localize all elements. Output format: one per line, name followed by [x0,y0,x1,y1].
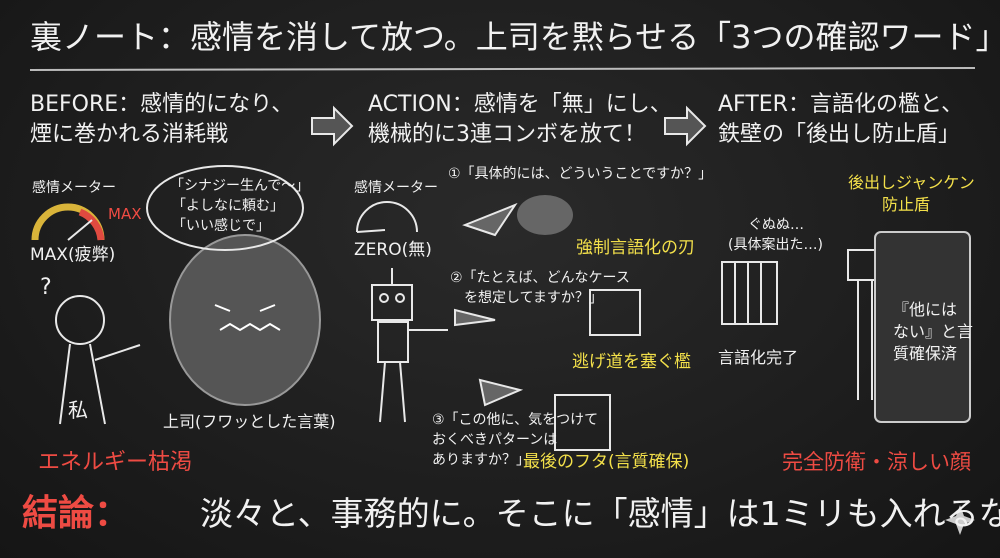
shield-tag: 後出しジャンケン [848,173,975,192]
step-3-question: ③「この他に、気をつけて [432,412,599,428]
shield-tag-2: 防止盾 [882,195,931,214]
me-label: 私 [68,398,88,422]
before-heading-2: 煙に巻かれる消耗戦 [30,122,229,147]
step-3-tag: 最後のフタ(言質確保) [523,452,690,472]
step-2-question: ②「たとえば、どんなケース [450,270,630,286]
shield-text: ない』と言 [893,322,974,341]
before-result: エネルギー枯渇 [38,450,193,475]
title-underline [29,67,976,71]
robot-icon [371,268,448,423]
speech-line: 「いい感じで」 [172,218,270,234]
emotion-meter-zero-icon [356,201,418,233]
question-mark: ? [40,275,52,300]
after-heading: AFTER：言語化の檻と、 [718,92,964,117]
step-2-tag: 逃げ道を塞ぐ檻 [572,352,691,372]
robot-with-shield-icon [847,231,971,423]
smoke-boss-icon [169,234,321,406]
meter-value: MAX(疲弊) [30,245,116,265]
smoke-cloud-icon [517,195,573,235]
shuriken-icon [454,202,524,407]
speech-line: 「シナジー生んで〜」 [170,178,310,194]
conclusion-label: 結論： [22,493,131,534]
page-title: 裏ノート：感情を消して放つ。上司を黙らせる「3つの確認ワード」 [30,18,1000,56]
after-heading-2: 鉄壁の「後出し防止盾」 [718,122,961,147]
speech-line: 「よしなに頼む」 [172,198,284,214]
groan-text-2: (具体案出た…) [728,237,823,253]
groan-text: ぐぬぬ… [748,217,804,233]
cage-icon [554,261,778,451]
action-heading-2: 機械的に3連コンボを放て！ [368,122,646,147]
arrow-icon [664,105,707,147]
boss-label: 上司(フワッとした言葉) [163,412,336,431]
emotion-meter-max-icon [31,203,105,241]
arrow-icon [311,105,354,147]
after-result: 完全防衛・涼しい顔 [782,450,971,474]
step-1-question: ①「具体的には、どういうことですか？」 [448,166,713,182]
conclusion-text: 淡々と、事務的に。そこに「感情」は1ミリも入れるな。 [200,494,1000,533]
speech-bubble [146,165,304,251]
step-2-question-2: を想定してますか？」 [464,290,603,306]
shield-text: 『他には [893,300,958,319]
step-3-question-3: ありますか？」 [432,452,530,468]
meter-label: 感情メーター [32,180,116,196]
sparkle-icon [945,505,975,535]
step-3-question-2: おくべきパターンは [432,432,558,448]
step-1-tag: 強制言語化の刃 [576,238,695,258]
before-heading: BEFORE：感情的になり、 [30,92,294,117]
shield-text: 質確保済 [893,344,958,363]
meter-label: 感情メーター [354,180,438,196]
meter-value: ZERO(無) [354,240,432,260]
cage-label: 言語化完了 [718,348,799,367]
meter-max: MAX [108,205,142,223]
stressed-person-icon [55,295,141,425]
action-heading: ACTION：感情を「無」にし、 [368,92,672,117]
